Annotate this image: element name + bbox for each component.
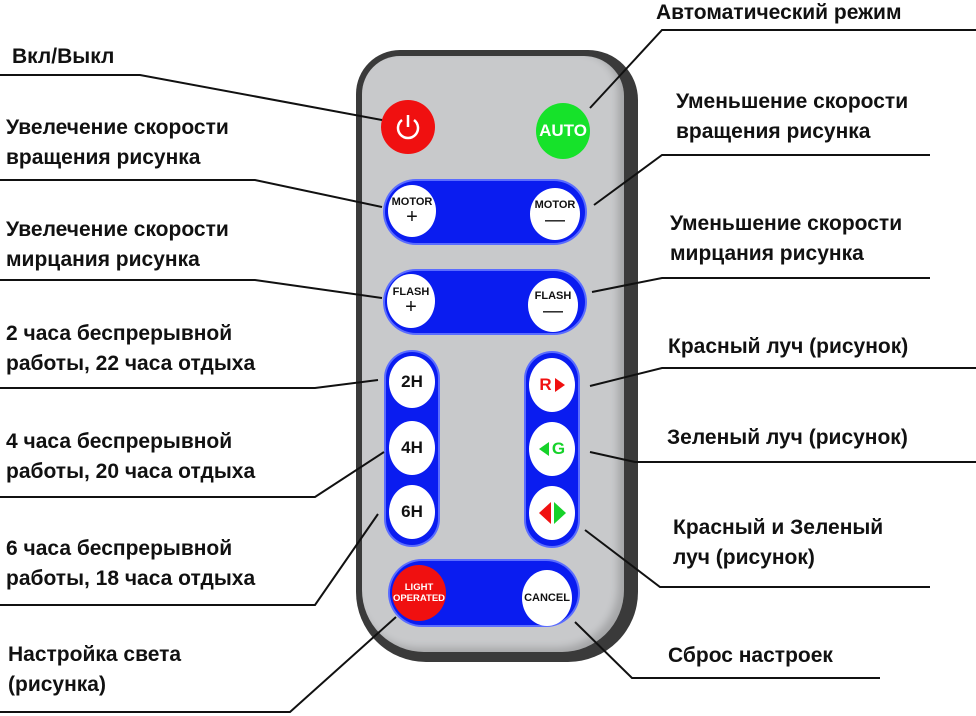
leader-red bbox=[589, 367, 976, 387]
flash-minus-text: FLASH bbox=[534, 290, 572, 302]
operated-text: OPERATED bbox=[392, 593, 446, 604]
timer-2h-text: 2H bbox=[401, 372, 423, 391]
leader-auto bbox=[589, 29, 976, 109]
leader-2h bbox=[0, 379, 379, 389]
minus-sign: — bbox=[545, 209, 565, 231]
green-beam-text: G bbox=[551, 439, 566, 458]
flash-plus-button: FLASH+ bbox=[387, 274, 435, 328]
motor-minus-text: MOTOR bbox=[534, 199, 576, 211]
motor-plus-text: MOTOR bbox=[391, 196, 433, 208]
red-beam-text: R bbox=[539, 375, 552, 394]
label-green: Зеленый луч (рисунок) bbox=[667, 426, 908, 449]
timer-2h-button: 2H bbox=[389, 356, 435, 408]
triangle-right-icon bbox=[554, 378, 565, 392]
flash-minus-button: FLASH— bbox=[528, 278, 578, 332]
leader-red-green bbox=[584, 529, 930, 588]
leader-motor-minus bbox=[593, 154, 930, 206]
label-red: Красный луч (рисунок) bbox=[668, 335, 909, 358]
motor-minus-button: MOTOR— bbox=[530, 188, 580, 240]
leader-6h bbox=[0, 513, 379, 606]
label-power: Вкл/Выкл bbox=[12, 45, 115, 68]
cancel-button: CANCEL bbox=[522, 570, 572, 626]
triangle-right-green-icon bbox=[553, 502, 566, 524]
leader-flash-minus bbox=[591, 277, 930, 293]
motor-plus-button: MOTOR+ bbox=[388, 185, 436, 237]
flash-plus-text: FLASH bbox=[392, 286, 430, 298]
green-beam-button: G bbox=[529, 422, 575, 476]
triangle-left-red-icon bbox=[538, 502, 551, 524]
leader-flash-plus bbox=[0, 279, 383, 299]
label-light: Настройка света(рисунка) bbox=[8, 643, 182, 696]
minus-sign: — bbox=[543, 300, 563, 322]
red-beam-button: R bbox=[529, 358, 575, 412]
leader-power bbox=[0, 74, 383, 121]
leader-green bbox=[589, 451, 976, 463]
leader-light bbox=[0, 616, 397, 713]
power-button bbox=[381, 100, 435, 154]
label-auto: Автоматический режим bbox=[656, 1, 902, 24]
timer-6h-text: 6H bbox=[401, 502, 423, 521]
auto-button: AUTO bbox=[536, 103, 590, 159]
leader-4h bbox=[0, 451, 385, 498]
light-text: LIGHT bbox=[404, 582, 434, 593]
timer-6h-button: 6H bbox=[389, 485, 435, 539]
plus-sign: + bbox=[406, 206, 418, 228]
leader-cancel bbox=[574, 621, 880, 679]
timer-4h-button: 4H bbox=[389, 421, 435, 475]
triangle-left-icon bbox=[538, 442, 549, 456]
timer-4h-text: 4H bbox=[401, 438, 423, 457]
red-green-beam-button bbox=[529, 486, 575, 540]
label-cancel: Сброс настроек bbox=[668, 644, 833, 667]
power-icon bbox=[396, 115, 420, 140]
auto-label: AUTO bbox=[539, 121, 587, 140]
leader-motor-plus bbox=[0, 179, 383, 208]
cancel-text: CANCEL bbox=[524, 592, 570, 604]
plus-sign: + bbox=[405, 296, 417, 318]
